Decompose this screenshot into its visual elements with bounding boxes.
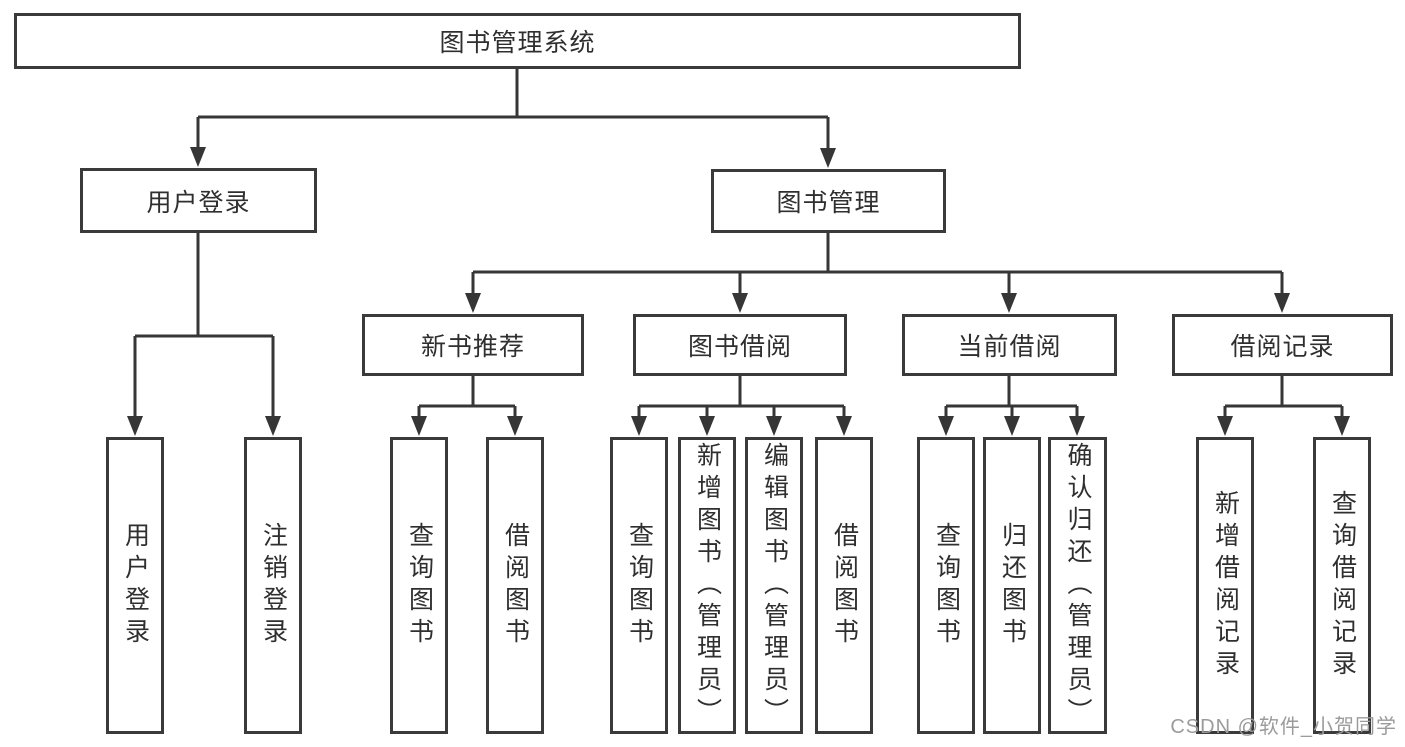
leaf-query-borrow-record-label: 查询借阅记录 bbox=[1328, 489, 1357, 682]
node-book-management-label: 图书管理 bbox=[776, 189, 881, 217]
leaf-return-books-label: 归还图书 bbox=[998, 521, 1027, 650]
leaf-query-books-borrow-label: 查询图书 bbox=[625, 521, 654, 650]
connector-borrow-records-children bbox=[1217, 376, 1350, 436]
leaf-query-borrow-record: 查询借阅记录 bbox=[1313, 437, 1371, 734]
leaf-add-borrow-record-label: 新增借阅记录 bbox=[1211, 489, 1240, 682]
leaf-query-books-borrow: 查询图书 bbox=[610, 437, 668, 734]
leaf-logout: 注销登录 bbox=[244, 437, 302, 734]
leaf-query-books-recommend-label: 查询图书 bbox=[405, 521, 434, 650]
connector-root-to-level2 bbox=[190, 69, 836, 168]
node-root-label: 图书管理系统 bbox=[439, 29, 596, 57]
leaf-borrow-books-label: 借阅图书 bbox=[830, 521, 859, 650]
leaf-user-login-label: 用户登录 bbox=[121, 521, 150, 650]
leaf-query-books-current-label: 查询图书 bbox=[932, 521, 961, 650]
node-book-management: 图书管理 bbox=[711, 169, 946, 233]
node-new-book-recommend-label: 新书推荐 bbox=[420, 333, 525, 361]
connector-current-borrow-children bbox=[938, 376, 1085, 436]
leaf-borrow-books-recommend: 借阅图书 bbox=[486, 437, 544, 734]
leaf-add-books-admin: 新增图书（管理员） bbox=[678, 437, 736, 734]
node-borrow-records: 借阅记录 bbox=[1172, 314, 1393, 376]
leaf-return-books: 归还图书 bbox=[983, 437, 1041, 734]
node-current-borrow: 当前借阅 bbox=[902, 314, 1117, 376]
leaf-confirm-return-admin: 确认归还（管理员） bbox=[1048, 437, 1107, 734]
leaf-query-books-current: 查询图书 bbox=[917, 437, 975, 734]
connector-new-book-children bbox=[411, 376, 523, 436]
leaf-add-borrow-record: 新增借阅记录 bbox=[1196, 437, 1254, 734]
node-user-login-label: 用户登录 bbox=[146, 188, 251, 217]
watermark: CSDN @软件_小贺同学 bbox=[1170, 716, 1397, 738]
leaf-user-login: 用户登录 bbox=[106, 437, 164, 734]
leaf-logout-label: 注销登录 bbox=[259, 521, 288, 650]
leaf-edit-books-admin: 编辑图书（管理员） bbox=[745, 437, 803, 734]
leaf-edit-books-admin-label: 编辑图书（管理员） bbox=[760, 441, 789, 730]
leaf-borrow-books: 借阅图书 bbox=[815, 437, 873, 734]
connector-book-borrow-children bbox=[631, 376, 852, 436]
leaf-add-books-admin-label: 新增图书（管理员） bbox=[693, 441, 722, 730]
node-root: 图书管理系统 bbox=[14, 13, 1021, 69]
leaf-confirm-return-admin-label: 确认归还（管理员） bbox=[1064, 441, 1092, 730]
leaf-borrow-books-recommend-label: 借阅图书 bbox=[501, 521, 530, 650]
leaf-query-books-recommend: 查询图书 bbox=[390, 437, 448, 734]
connector-book-management-children bbox=[465, 233, 1290, 313]
node-user-login: 用户登录 bbox=[80, 168, 317, 233]
node-book-borrow-label: 图书借阅 bbox=[687, 333, 792, 361]
node-borrow-records-label: 借阅记录 bbox=[1230, 333, 1335, 361]
node-book-borrow: 图书借阅 bbox=[633, 314, 847, 376]
connector-user-login-children bbox=[127, 233, 281, 436]
node-current-borrow-label: 当前借阅 bbox=[957, 333, 1062, 361]
node-new-book-recommend: 新书推荐 bbox=[362, 314, 584, 376]
